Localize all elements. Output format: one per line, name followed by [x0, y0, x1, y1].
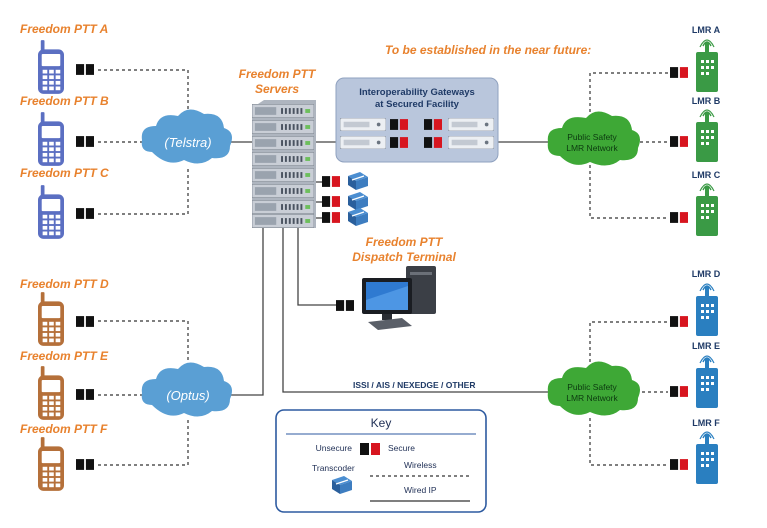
secure-connector-icon: [670, 67, 688, 78]
lmr-radio-a: LMR A: [670, 25, 721, 92]
cloud-shape: [547, 361, 640, 416]
ptt-device-d: Freedom PTT D: [20, 277, 109, 346]
ptt-device-label: Freedom PTT D: [20, 277, 109, 291]
secure-connector-icon: [322, 212, 340, 223]
lmr-radio-c: LMR C: [670, 170, 721, 236]
phone-icon: [38, 112, 64, 166]
secure-connector-icon: [322, 176, 340, 187]
secure-connector-icon: [670, 386, 688, 397]
radio-icon: [696, 431, 718, 484]
lmr-radio-label: LMR B: [692, 96, 721, 106]
legend-title: Key: [371, 416, 392, 430]
unsecure-connector-icon: [76, 459, 94, 470]
gateway-unit-icon: [340, 118, 386, 131]
telstra-cloud: (Telstra): [141, 109, 232, 164]
wired-links: [230, 141, 548, 396]
lmr-network-top: Public Safety LMR Network: [547, 111, 640, 166]
lmr-radio-b: LMR B: [670, 96, 721, 162]
unsecure-connector-icon: [76, 389, 94, 400]
ptt-device-b: Freedom PTT B: [20, 94, 109, 166]
server-rack-icon: [252, 100, 316, 228]
future-note: To be established in the near future:: [385, 43, 591, 57]
radio-icon: [696, 355, 718, 408]
legend-unsecure: Unsecure: [316, 443, 353, 453]
secure-connector-icon: [670, 136, 688, 147]
unsecure-connector-icon: [76, 208, 94, 219]
ptt-device-label: Freedom PTT A: [20, 22, 108, 36]
wireless-links-left: [98, 69, 189, 466]
secure-connector-icon: [322, 196, 340, 207]
legend-box: [275, 409, 487, 513]
optus-cloud: (Optus): [141, 362, 232, 417]
legend-wireless: Wireless: [404, 460, 437, 470]
ptt-device-label: Freedom PTT C: [20, 166, 109, 180]
lmr-radio-label: LMR E: [692, 341, 720, 351]
phone-icon: [38, 185, 64, 239]
lmr-radio-f: LMR F: [670, 418, 720, 484]
lmr-network-line1: Public Safety: [567, 132, 617, 142]
legend-wired: Wired IP: [404, 485, 437, 495]
legend-transcoder: Transcoder: [312, 463, 355, 473]
ptt-device-f: Freedom PTT F: [20, 422, 108, 491]
lmr-network-line2: LMR Network: [566, 393, 618, 403]
phone-icon: [38, 292, 64, 346]
servers-title-line1: Freedom PTT: [239, 67, 317, 81]
gateways-line1: Interoperability Gateways: [359, 87, 475, 98]
unsecure-connector-icon: [76, 136, 94, 147]
interop-gateways: Interoperability Gateways at Secured Fac…: [335, 77, 499, 163]
gateways-line2: at Secured Facility: [375, 99, 460, 110]
gateway-unit-icon: [340, 136, 386, 149]
gateway-unit-icon: [448, 136, 494, 149]
gateway-unit-icon: [448, 118, 494, 131]
ptt-servers: Freedom PTT Servers: [239, 67, 369, 228]
telstra-label: (Telstra): [164, 135, 211, 150]
lmr-network-line2: LMR Network: [566, 143, 618, 153]
dispatch-line2: Dispatch Terminal: [352, 250, 456, 264]
radio-icon: [696, 183, 718, 236]
ptt-device-label: Freedom PTT B: [20, 94, 109, 108]
phone-icon: [38, 40, 64, 94]
secure-connector-icon: [670, 459, 688, 470]
lmr-radio-label: LMR A: [692, 25, 721, 35]
cloud-shape: [547, 111, 640, 166]
dispatch-terminal: Freedom PTT Dispatch Terminal: [336, 235, 456, 330]
dispatch-line1: Freedom PTT: [366, 235, 444, 249]
transcoder-icon: [347, 172, 369, 190]
radio-icon: [696, 283, 718, 336]
legend-secure: Secure: [388, 443, 415, 453]
secure-connector-icon: [670, 316, 688, 327]
radio-icon: [696, 109, 718, 162]
phone-icon: [38, 437, 64, 491]
ptt-device-label: Freedom PTT F: [20, 422, 108, 436]
lmr-radio-label: LMR F: [692, 418, 720, 428]
lmr-radio-label: LMR D: [692, 269, 721, 279]
lmr-radio-e: LMR E: [670, 341, 720, 408]
link-protocol-label: ISSI / AIS / NEXEDGE / OTHER: [353, 380, 476, 390]
ptt-device-c: Freedom PTT C: [20, 166, 109, 239]
unsecure-connector-icon: [76, 64, 94, 75]
unsecure-connector-icon: [336, 300, 354, 311]
lmr-radio-d: LMR D: [670, 269, 721, 336]
transcoder-icon: [347, 208, 369, 226]
legend-key: Key Unsecure Secure Transcoder Wireless …: [275, 409, 487, 513]
cloud-shape: [141, 362, 232, 417]
optus-label: (Optus): [166, 388, 209, 403]
secure-connector-icon: [670, 212, 688, 223]
radio-icon: [696, 39, 718, 92]
lmr-network-line1: Public Safety: [567, 382, 617, 392]
ptt-device-a: Freedom PTT A: [20, 22, 108, 94]
computer-icon: [362, 266, 436, 330]
lmr-network-bottom: Public Safety LMR Network: [547, 361, 640, 416]
cloud-shape: [141, 109, 232, 164]
servers-title-line2: Servers: [255, 82, 299, 96]
lmr-radio-label: LMR C: [692, 170, 721, 180]
ptt-device-label: Freedom PTT E: [20, 349, 109, 363]
phone-icon: [38, 366, 64, 420]
ptt-device-e: Freedom PTT E: [20, 349, 109, 420]
transcoder-icon: [347, 192, 369, 210]
unsecure-connector-icon: [76, 316, 94, 327]
